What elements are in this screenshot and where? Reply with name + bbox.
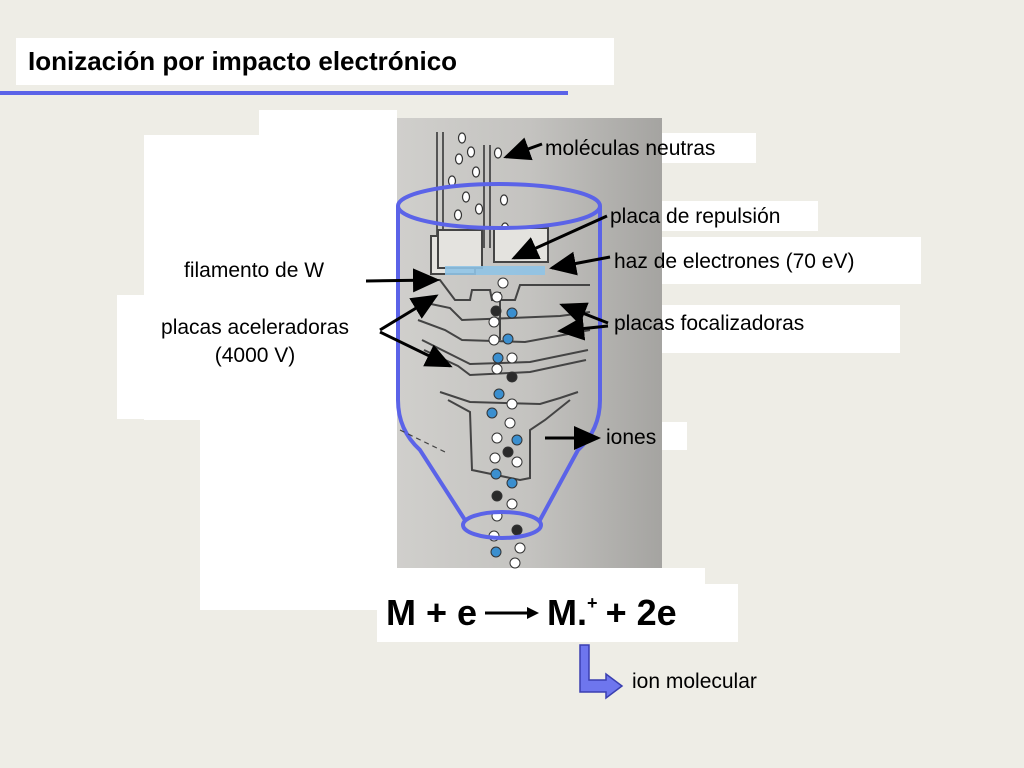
label-ions: iones xyxy=(606,426,657,449)
ion-molecular-pointer xyxy=(579,644,624,700)
equation-product: M. xyxy=(547,592,588,633)
ionization-equation: M + e M.+ + 2e xyxy=(386,592,677,634)
label-accelerating-plates-line2: (4000 V) xyxy=(214,344,296,367)
title-box xyxy=(16,38,614,85)
arrow-electron-beam xyxy=(549,251,611,276)
arrow-repeller-plate xyxy=(511,214,608,260)
arrow-focusing-2 xyxy=(557,316,609,341)
equation-reactants: M + e xyxy=(386,592,478,633)
electron-beam xyxy=(445,266,545,275)
reaction-arrow-icon xyxy=(485,607,540,619)
label-accelerating-plates-line1: placas aceleradoras xyxy=(161,316,349,339)
title-underline xyxy=(0,91,568,95)
label-focusing-plates: placas focalizadoras xyxy=(614,312,805,335)
pointer-arrows xyxy=(365,137,611,450)
label-neutral-molecules: moléculas neutras xyxy=(545,137,716,160)
slide-title: Ionización por impacto electrónico xyxy=(28,46,458,76)
label-repeller-plate: placa de repulsión xyxy=(610,205,781,228)
equation-box xyxy=(377,584,738,642)
arrow-focusing-1 xyxy=(559,302,609,325)
equation-charge: + xyxy=(587,592,598,613)
arrow-filament xyxy=(365,268,440,293)
label-molecular-ion: ion molecular xyxy=(632,670,757,693)
label-electron-beam: haz de electrones (70 eV) xyxy=(614,250,855,273)
left-panel-lower xyxy=(117,295,397,419)
arrow-accelerating-2 xyxy=(379,330,453,368)
electrode-plates xyxy=(411,279,591,482)
arrow-neutral-molecules xyxy=(503,137,543,161)
arrow-accelerating-1 xyxy=(379,294,439,332)
label-accelerating-plates: placas aceleradoras (4000 V) xyxy=(130,316,380,368)
label-filament: filamento de W xyxy=(184,259,325,282)
neutral-molecules xyxy=(447,132,510,238)
equation-electrons: + 2e xyxy=(605,592,677,633)
